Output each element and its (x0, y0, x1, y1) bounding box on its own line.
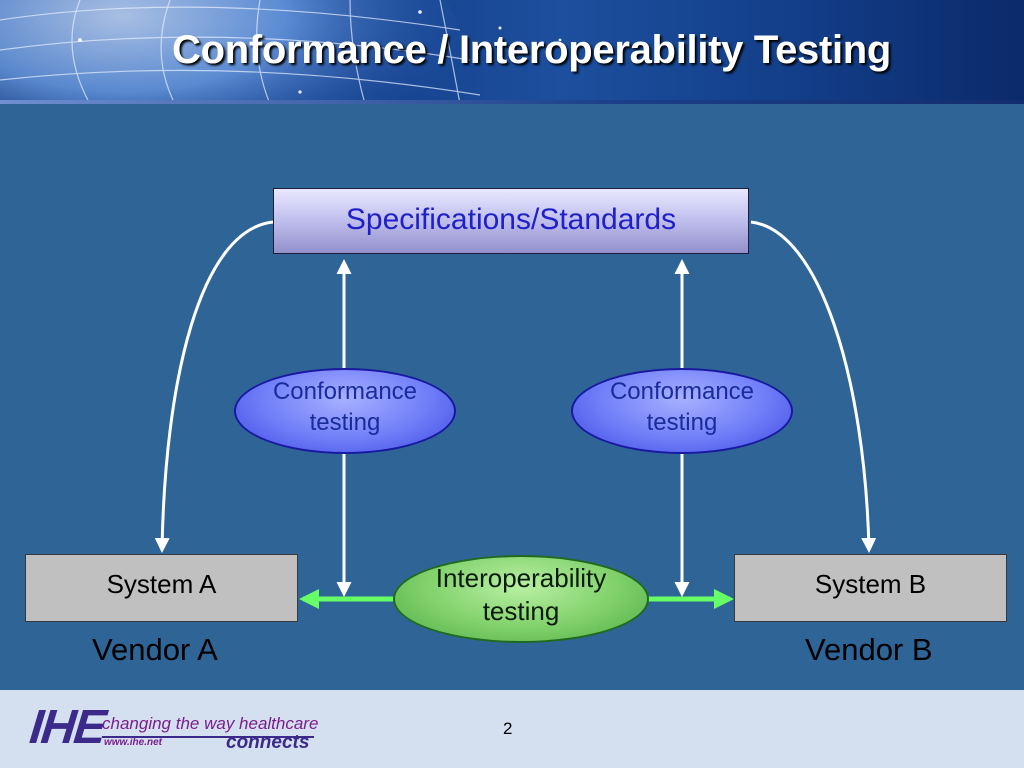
logo-ihe-text: IHE (27, 700, 107, 755)
logo-url: www.ihe.net (104, 737, 162, 748)
system-b-box: System B (734, 554, 1007, 622)
conformance-a-line1: Conformance (273, 376, 417, 407)
vendor-b-label: Vendor B (805, 632, 933, 668)
conformance-testing-a: Conformance testing (234, 368, 456, 454)
system-b-label: System B (815, 569, 926, 600)
vendor-a-label: Vendor A (92, 632, 218, 668)
conformance-b-line2: testing (610, 407, 754, 438)
specifications-label: Specifications/Standards (346, 203, 676, 237)
system-a-box: System A (25, 554, 298, 622)
ihe-logo: IHE changing the way healthcare www.ihe.… (30, 698, 320, 758)
page-number: 2 (503, 719, 512, 739)
conformance-b-line1: Conformance (610, 376, 754, 407)
interoperability-testing: Interoperability testing (393, 555, 649, 643)
logo-connects: connects (226, 732, 309, 754)
interop-line1: Interoperability (436, 562, 607, 595)
interop-line2: testing (436, 595, 607, 628)
logo-tagline: changing the way healthcare (102, 714, 318, 734)
system-a-label: System A (107, 569, 217, 600)
specifications-box: Specifications/Standards (273, 188, 749, 254)
conformance-testing-b: Conformance testing (571, 368, 793, 454)
conformance-a-line2: testing (273, 407, 417, 438)
